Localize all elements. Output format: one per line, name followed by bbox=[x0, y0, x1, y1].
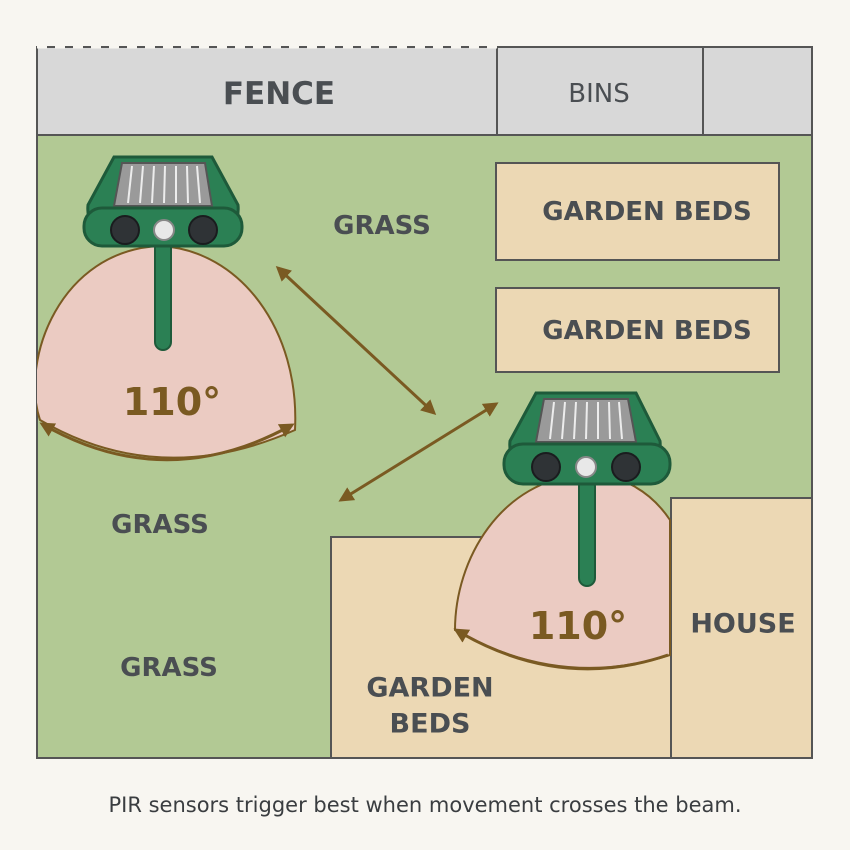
double-arrow-icon bbox=[275, 265, 437, 416]
grass-label-middle: GRASS bbox=[111, 510, 209, 540]
left-sensor-fov bbox=[37, 244, 297, 459]
garden-bed-lower-label-line2: BEDS bbox=[390, 709, 471, 740]
house-label: HOUSE bbox=[690, 609, 795, 640]
left-sensor bbox=[82, 155, 244, 351]
double-arrow-icon bbox=[338, 402, 499, 502]
solar-sensor-icon bbox=[82, 155, 244, 248]
right-sensor-angle-label: 110° bbox=[529, 604, 627, 648]
fence-label: FENCE bbox=[223, 76, 335, 112]
right-fov-arc-arrow bbox=[453, 628, 669, 671]
corner-area bbox=[702, 46, 813, 136]
house bbox=[670, 497, 813, 759]
bins-area bbox=[496, 46, 704, 136]
garden-bed-lower-label-line1: GARDEN bbox=[366, 673, 493, 704]
garden-bed-middle bbox=[495, 287, 780, 373]
grass-label-bottom: GRASS bbox=[120, 653, 218, 683]
left-fov-arc-arrow bbox=[39, 422, 295, 462]
right-sensor-stake bbox=[578, 477, 596, 587]
solar-sensor-icon bbox=[502, 391, 672, 486]
bins-label: BINS bbox=[568, 79, 629, 109]
left-sensor-stake bbox=[154, 239, 172, 351]
garden-bed-upper-label: GARDEN BEDS bbox=[542, 197, 752, 227]
left-sensor-angle-label: 110° bbox=[123, 380, 221, 424]
caption: PIR sensors trigger best when movement c… bbox=[108, 793, 741, 817]
right-sensor bbox=[502, 391, 672, 587]
fence-area bbox=[36, 46, 498, 136]
garden-bed-middle-label: GARDEN BEDS bbox=[542, 316, 752, 346]
grass-label-top: GRASS bbox=[333, 211, 431, 241]
garden-bed-upper bbox=[495, 162, 780, 261]
